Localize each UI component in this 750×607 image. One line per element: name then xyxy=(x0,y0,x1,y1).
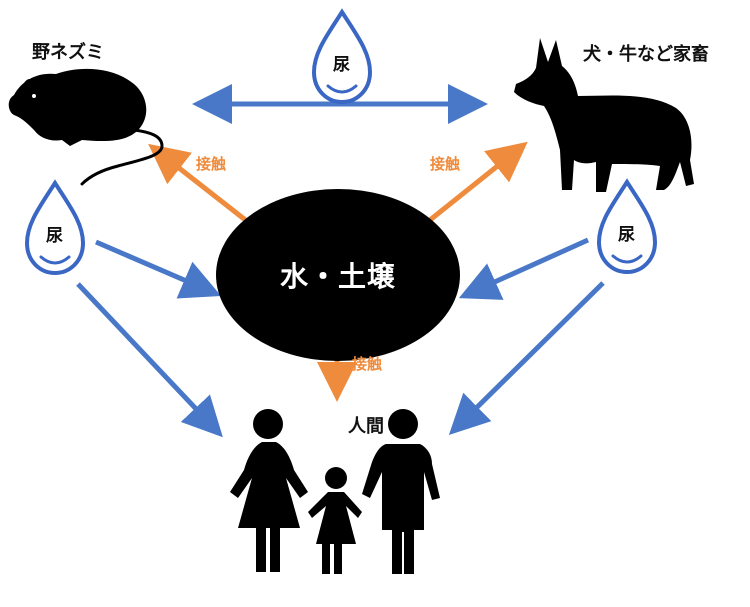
arrow-rat-to-center xyxy=(95,239,222,299)
node-label-rat: 野ネズミ xyxy=(32,42,104,63)
rat-silhouette-icon xyxy=(8,68,164,186)
contact-label-human: 接触 xyxy=(352,355,383,373)
water-drop-icon xyxy=(24,179,86,276)
water-drop-icon xyxy=(311,8,373,105)
dog-silhouette-icon xyxy=(514,38,694,192)
urine-label-right: 尿 xyxy=(618,225,635,245)
arrow-rat-to-human xyxy=(76,282,223,438)
water-drop-icon xyxy=(596,178,658,275)
arrow-dog-to-human xyxy=(448,281,605,436)
center-ellipse xyxy=(216,189,460,361)
contact-label-rat: 接触 xyxy=(196,155,227,173)
node-label-dog: 犬・牛など家畜 xyxy=(583,44,709,65)
arrow-center-to-rat xyxy=(148,143,250,224)
family-silhouette-icon xyxy=(230,409,440,574)
urine-label-top: 尿 xyxy=(333,55,350,75)
urine-label-left: 尿 xyxy=(46,226,63,246)
node-label-center: 水・土壌 xyxy=(279,260,396,293)
contact-label-dog: 接触 xyxy=(430,155,461,173)
arrow-dog-to-center xyxy=(458,237,590,300)
node-label-human: 人間 xyxy=(348,416,384,437)
arrow-center-to-dog xyxy=(428,141,528,222)
